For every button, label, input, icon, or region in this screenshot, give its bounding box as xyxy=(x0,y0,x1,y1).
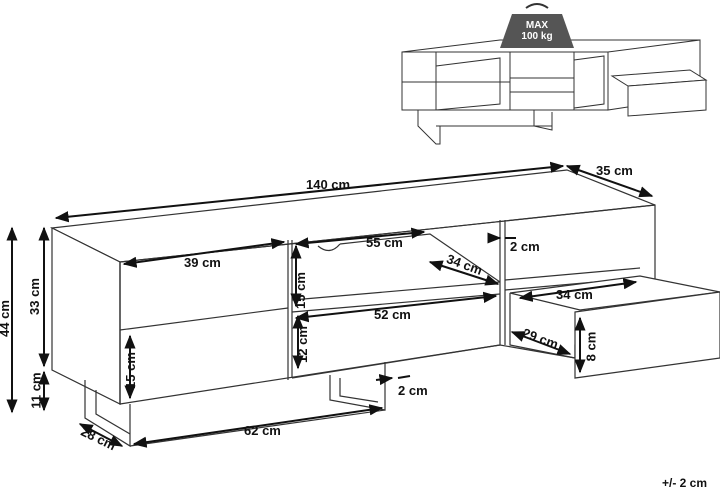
total-width-label: 140 cm xyxy=(306,177,351,192)
leg-height-label: 11 cm xyxy=(28,372,44,409)
weight-badge-line1: MAX xyxy=(525,20,549,31)
weight-badge: MAX 100 kg xyxy=(512,20,562,42)
left-compartment-height-label: 15 cm xyxy=(122,352,138,389)
center-bottom-height-label: 12 cm xyxy=(294,326,310,363)
total-depth-label: 35 cm xyxy=(596,163,633,178)
center-top-height-label: 15 cm xyxy=(292,272,308,309)
right-gap-label: 2 cm xyxy=(510,239,540,254)
body-height-label: 33 cm xyxy=(26,278,42,315)
weight-badge-line2: 100 kg xyxy=(521,31,553,42)
center-bottom-width-label: 52 cm xyxy=(374,307,411,322)
thumbnail-cabinet xyxy=(401,39,708,145)
leg-offset-label: 2 cm xyxy=(398,383,428,398)
center-top-width-label: 55 cm xyxy=(366,235,403,250)
left-shelf-width-label: 39 cm xyxy=(184,255,221,270)
dimension-lines xyxy=(6,161,654,448)
weight-icon xyxy=(500,3,574,48)
leg-width-label: 62 cm xyxy=(244,423,281,438)
total-height-label: 44 cm xyxy=(0,300,12,337)
drawer-height-label: 8 cm xyxy=(583,331,599,362)
tolerance-note: +/- 2 cm xyxy=(662,476,708,490)
drawer-width-label: 34 cm xyxy=(556,287,593,302)
